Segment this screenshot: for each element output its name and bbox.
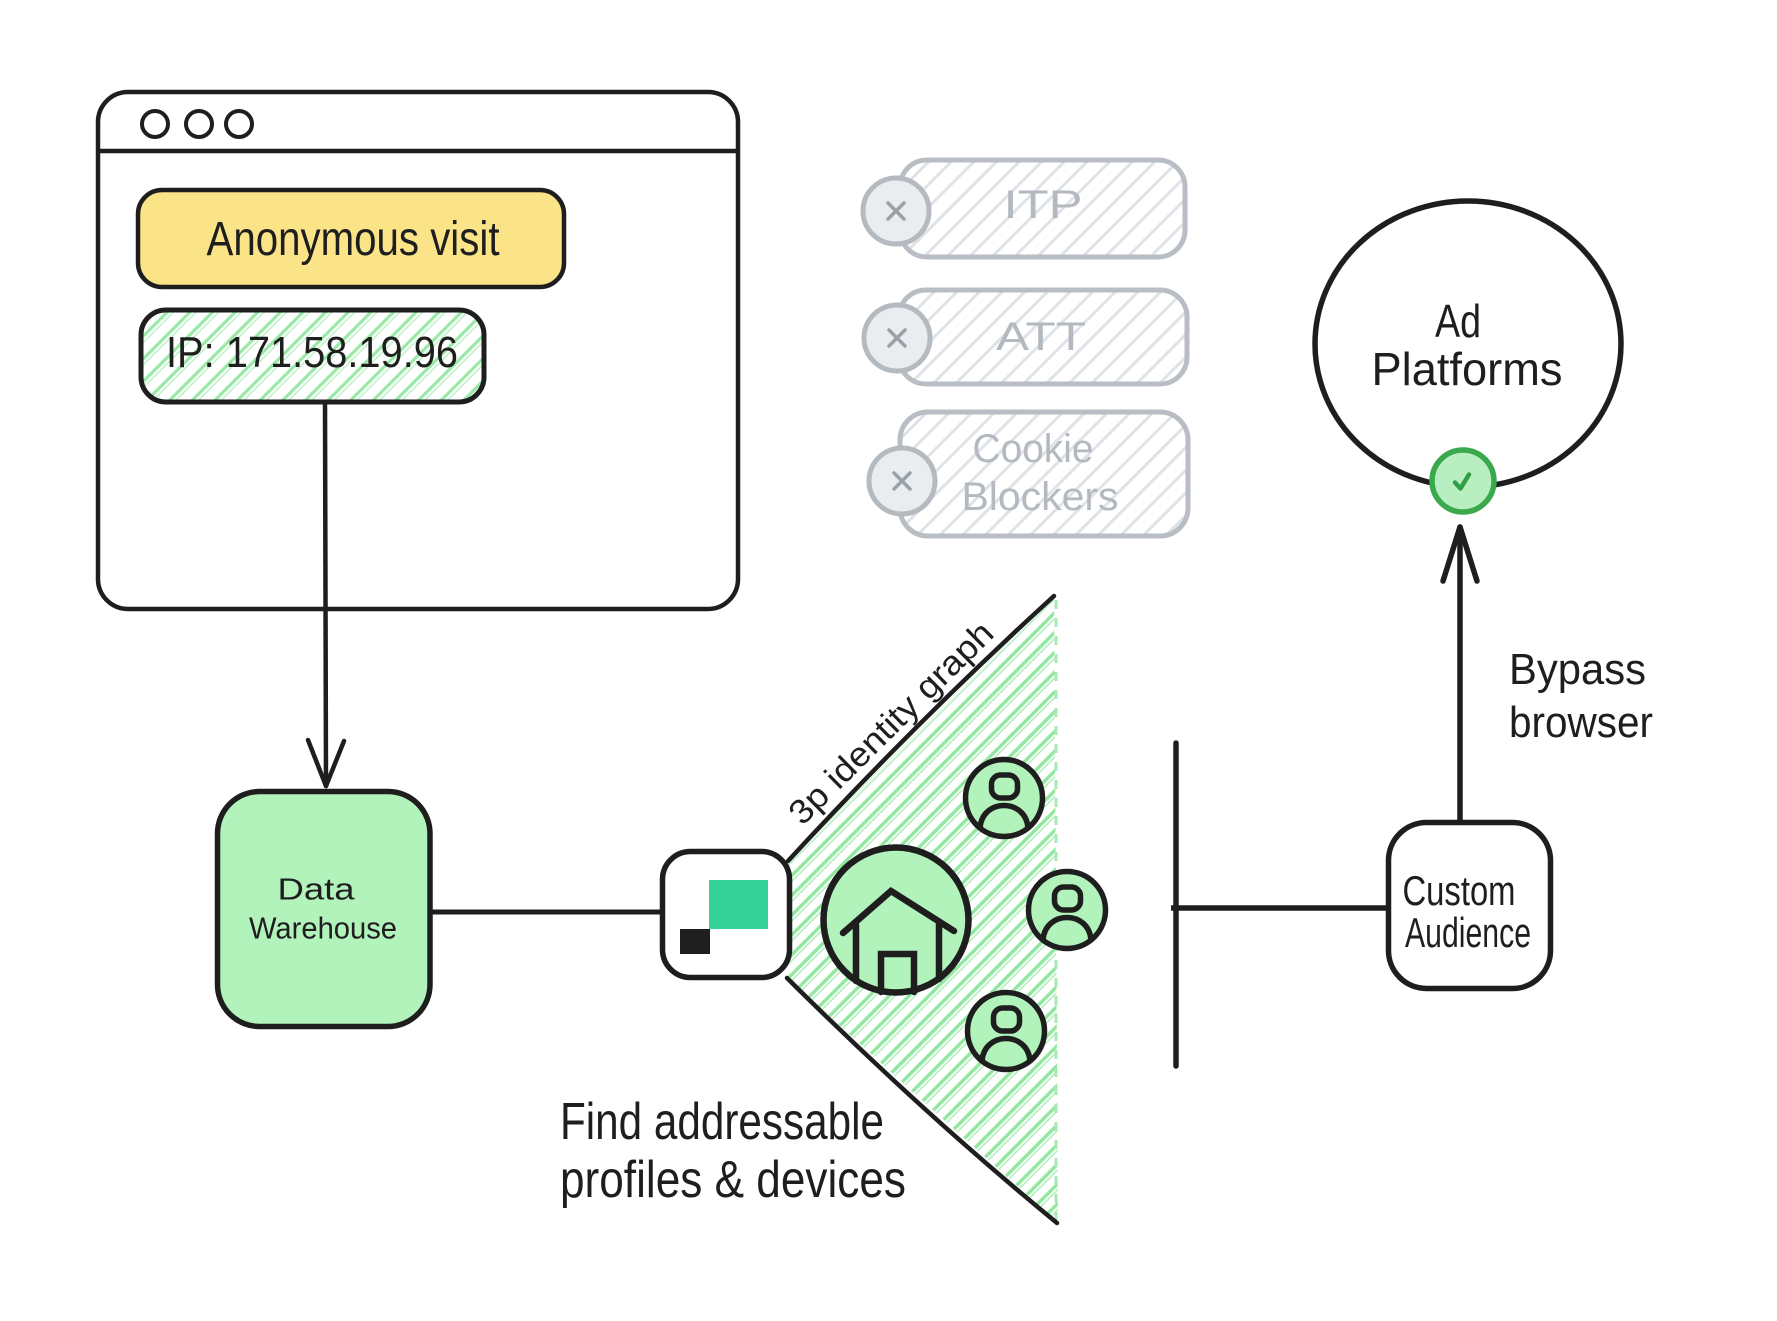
svg-text:Audience: Audience bbox=[1405, 909, 1531, 956]
svg-text:IP: 171.58.19.96: IP: 171.58.19.96 bbox=[166, 328, 458, 377]
svg-text:Warehouse: Warehouse bbox=[249, 911, 397, 946]
svg-text:Anonymous visit: Anonymous visit bbox=[207, 213, 500, 266]
svg-text:Platforms: Platforms bbox=[1372, 343, 1563, 395]
svg-text:Bypass: Bypass bbox=[1509, 645, 1646, 694]
svg-text:Blockers: Blockers bbox=[962, 475, 1119, 519]
svg-text:Custom: Custom bbox=[1403, 867, 1516, 914]
svg-text:ITP: ITP bbox=[1004, 183, 1083, 227]
svg-text:Cookie: Cookie bbox=[973, 427, 1094, 471]
svg-text:Data: Data bbox=[278, 872, 356, 907]
svg-text:Find addressable: Find addressable bbox=[560, 1093, 884, 1151]
svg-text:profiles & devices: profiles & devices bbox=[560, 1151, 906, 1209]
svg-text:Ad: Ad bbox=[1435, 295, 1481, 347]
svg-text:browser: browser bbox=[1509, 698, 1653, 747]
svg-text:ATT: ATT bbox=[996, 315, 1086, 359]
